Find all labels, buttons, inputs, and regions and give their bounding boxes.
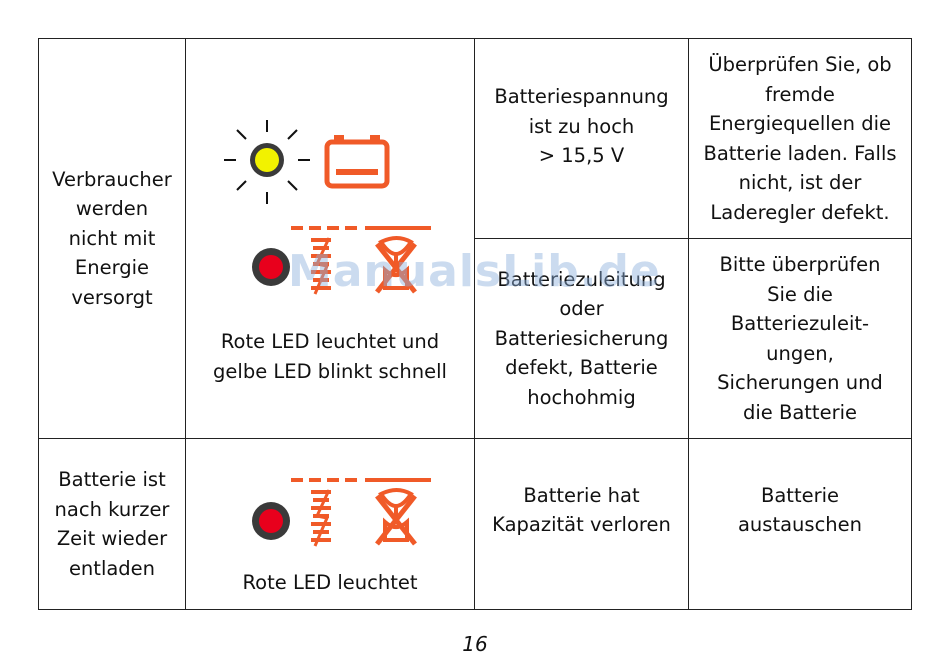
cause-cell: Batteriespannung ist zu hoch > 15,5 V bbox=[494, 85, 669, 168]
column-divider bbox=[688, 39, 689, 609]
led-caption: Rote LED leuchtet und gelbe LED blinkt s… bbox=[213, 330, 447, 383]
row-divider bbox=[474, 238, 911, 239]
load-disconnect-icon bbox=[291, 478, 431, 547]
row-divider bbox=[39, 438, 911, 439]
remedy-cell: Bitte überprüfen Sie die Batteriezuleit-… bbox=[717, 253, 883, 424]
cause-cell: Batterie hat Kapazität verloren bbox=[492, 483, 671, 537]
load-off-icon bbox=[291, 226, 431, 295]
symptom-cell: Verbraucher werden nicht mit Energie ver… bbox=[52, 167, 172, 309]
red-led-icon bbox=[252, 502, 290, 540]
column-divider bbox=[185, 39, 186, 609]
remedy-cell: Batterie austauschen bbox=[737, 483, 863, 537]
symptom-cell: Batterie ist nach kurzer Zeit wieder ent… bbox=[54, 468, 170, 580]
led-caption: Rote LED leuchtet bbox=[242, 571, 418, 594]
red-led-icon bbox=[252, 248, 290, 286]
battery-icon bbox=[324, 135, 390, 189]
yellow-led-blink-icon bbox=[224, 120, 310, 204]
watermark: ManualsLib.de bbox=[288, 246, 661, 297]
troubleshooting-table: Verbraucher werden nicht mit Energie ver… bbox=[38, 38, 912, 610]
cause-cell: Batteriezuleitung oder Batteriesicherung… bbox=[494, 267, 669, 409]
page-number: 16 bbox=[462, 632, 488, 656]
column-divider bbox=[474, 39, 475, 609]
remedy-cell: Überprüfen Sie, ob fremde Energiequellen… bbox=[703, 53, 897, 224]
